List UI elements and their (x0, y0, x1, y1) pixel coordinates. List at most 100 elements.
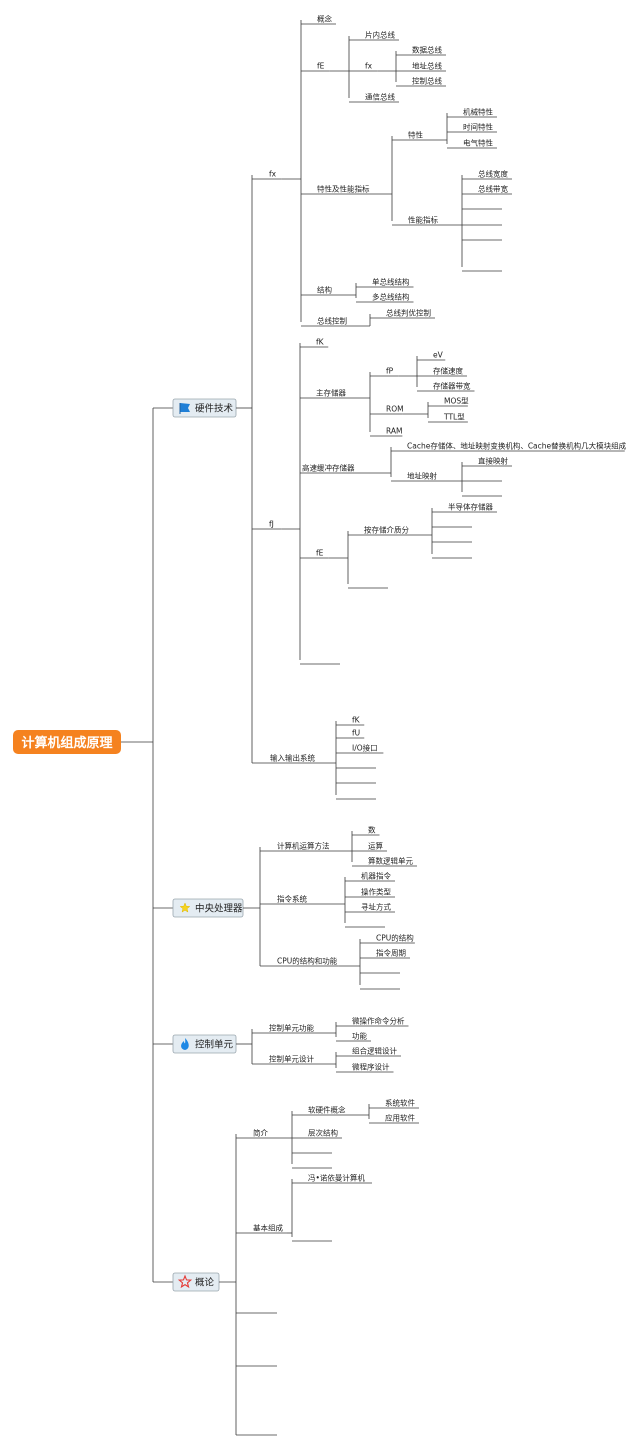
node-label: 运算 (368, 841, 383, 851)
mindmap-node[interactable]: 功能 (352, 1031, 367, 1041)
category-node[interactable]: 控制单元 (172, 1034, 237, 1054)
mindmap-node[interactable]: 软硬件概念 (308, 1105, 346, 1115)
mindmap-node[interactable]: 控制总线 (412, 76, 442, 86)
mindmap-node[interactable]: 半导体存储器 (448, 502, 493, 512)
mindmap-node[interactable]: fU (352, 729, 360, 738)
mindmap-node[interactable]: 时间特性 (463, 122, 493, 132)
node-label: I/O接口 (352, 743, 378, 753)
mindmap-node[interactable]: 总线带宽 (478, 184, 508, 194)
node-label: 总线控制 (317, 316, 347, 326)
node-label: fK (316, 338, 325, 347)
mindmap-node[interactable]: 指令系统 (277, 894, 307, 904)
mindmap-node[interactable]: 控制单元功能 (269, 1023, 314, 1033)
mindmap-node[interactable]: 组合逻辑设计 (352, 1046, 397, 1056)
mindmap-node[interactable]: 冯•诺依曼计算机 (308, 1173, 365, 1183)
mindmap-node[interactable]: 数据总线 (412, 45, 442, 55)
mindmap-node[interactable]: 电气特性 (463, 138, 493, 148)
node-label: 多总线结构 (372, 292, 410, 302)
mindmap-node[interactable]: 总线控制 (317, 316, 347, 326)
mindmap-node[interactable]: 高速缓冲存储器 (302, 463, 355, 473)
mindmap-node[interactable]: fE (317, 62, 325, 71)
mindmap-node[interactable]: 通信总线 (365, 92, 395, 102)
mindmap-node[interactable]: CPU的结构 (376, 933, 414, 943)
mindmap-node[interactable]: 基本组成 (253, 1223, 283, 1233)
mindmap-node[interactable]: 应用软件 (385, 1113, 415, 1123)
node-label: 地址总线 (412, 61, 442, 71)
mindmap-node[interactable]: fE (316, 549, 324, 558)
node-label: 片内总线 (365, 30, 395, 40)
category-node[interactable]: 概论 (172, 1272, 220, 1292)
mindmap-node[interactable]: 性能指标 (408, 215, 438, 225)
mindmap-node[interactable]: 寻址方式 (361, 902, 391, 912)
mindmap-node[interactable]: 机器指令 (361, 871, 391, 881)
node-label: 性能指标 (408, 215, 438, 225)
node-label: 半导体存储器 (448, 502, 493, 512)
mindmap-node[interactable]: 总线判优控制 (386, 308, 431, 318)
node-label: 电气特性 (463, 138, 493, 148)
mindmap-node[interactable]: 直接映射 (478, 456, 508, 466)
mindmap-node[interactable]: 概念 (317, 14, 332, 24)
mindmap-node[interactable]: 总线宽度 (478, 169, 508, 179)
mindmap-node[interactable]: 层次结构 (308, 1128, 338, 1138)
category-node[interactable]: 硬件技术 (172, 398, 237, 418)
mindmap-node[interactable]: 存储速度 (433, 366, 463, 376)
mindmap-node[interactable]: 指令周期 (376, 948, 406, 958)
mindmap-node[interactable]: MOS型 (444, 397, 469, 406)
mindmap-node[interactable]: fP (386, 367, 394, 376)
mindmap-node[interactable]: 微程序设计 (352, 1062, 390, 1072)
mindmap-node[interactable]: 运算 (368, 841, 383, 851)
fire-icon (181, 1038, 189, 1050)
node-label: 特性及性能指标 (317, 184, 370, 194)
node-label: 控制总线 (412, 76, 442, 86)
mindmap-node[interactable]: fK (316, 338, 325, 347)
node-label: 总线带宽 (478, 184, 508, 194)
mindmap-node[interactable]: TTL型 (443, 413, 465, 422)
mindmap-node[interactable]: CPU的结构和功能 (277, 956, 338, 966)
mindmap-node[interactable]: 计算机运算方法 (277, 841, 330, 851)
node-label: 地址映射 (407, 471, 437, 481)
mindmap-node[interactable]: fJ (269, 520, 274, 529)
mindmap-node[interactable]: 特性 (408, 130, 423, 140)
node-label: fx (269, 170, 277, 179)
mindmap-node[interactable]: RAM (386, 427, 403, 436)
mindmap-node[interactable]: I/O接口 (352, 743, 378, 753)
mindmap-node[interactable]: 地址映射 (407, 471, 437, 481)
node-label: 总线宽度 (478, 169, 508, 179)
mindmap-node[interactable]: 机械特性 (463, 107, 493, 117)
mindmap-node[interactable]: 按存储介质分 (364, 525, 409, 535)
mindmap-node[interactable]: 简介 (253, 1128, 268, 1138)
node-label: 应用软件 (385, 1113, 415, 1123)
mindmap-node[interactable]: 数 (368, 825, 376, 835)
star-outline-icon (177, 1274, 193, 1289)
mindmap-node[interactable]: 特性及性能指标 (317, 184, 370, 194)
mindmap-node[interactable]: eV (433, 351, 444, 360)
mindmap-node[interactable]: Cache存储体、地址映射变换机构、Cache替换机构几大模块组成 (407, 441, 627, 451)
node-label: fP (386, 367, 394, 376)
mindmap-node[interactable]: fx (365, 62, 373, 71)
node-label: 层次结构 (308, 1128, 338, 1138)
mindmap-node[interactable]: 微操作命令分析 (352, 1016, 405, 1026)
category-node[interactable]: 中央处理器 (172, 898, 244, 918)
mindmap-node[interactable]: 控制单元设计 (269, 1054, 314, 1064)
mindmap-node[interactable]: 结构 (317, 285, 332, 295)
mindmap-node[interactable]: 主存储器 (316, 388, 346, 398)
mindmap-node[interactable]: ROM (386, 405, 404, 414)
node-label: 时间特性 (463, 122, 493, 132)
mindmap-node[interactable]: fK (352, 716, 361, 725)
mindmap-node[interactable]: 操作类型 (361, 887, 391, 897)
mindmap-node[interactable]: 片内总线 (365, 30, 395, 40)
root-node[interactable]: 计算机组成原理 (13, 730, 121, 754)
mindmap-node[interactable]: fx (269, 170, 277, 179)
mindmap-node[interactable]: 多总线结构 (372, 292, 410, 302)
mindmap-node[interactable]: 单总线结构 (372, 277, 410, 287)
node-label: CPU的结构和功能 (277, 956, 338, 966)
mindmap-node[interactable]: 地址总线 (412, 61, 442, 71)
mindmap-node[interactable]: 算数逻辑单元 (368, 856, 413, 866)
mindmap-node[interactable]: 系统软件 (385, 1098, 415, 1108)
node-label: 软硬件概念 (308, 1105, 346, 1115)
mindmap-node[interactable]: 输入输出系统 (270, 753, 315, 763)
category-label: 控制单元 (195, 1039, 234, 1051)
node-label: Cache存储体、地址映射变换机构、Cache替换机构几大模块组成 (407, 441, 627, 451)
node-label: fE (316, 549, 324, 558)
mindmap-node[interactable]: 存储器带宽 (433, 381, 471, 391)
